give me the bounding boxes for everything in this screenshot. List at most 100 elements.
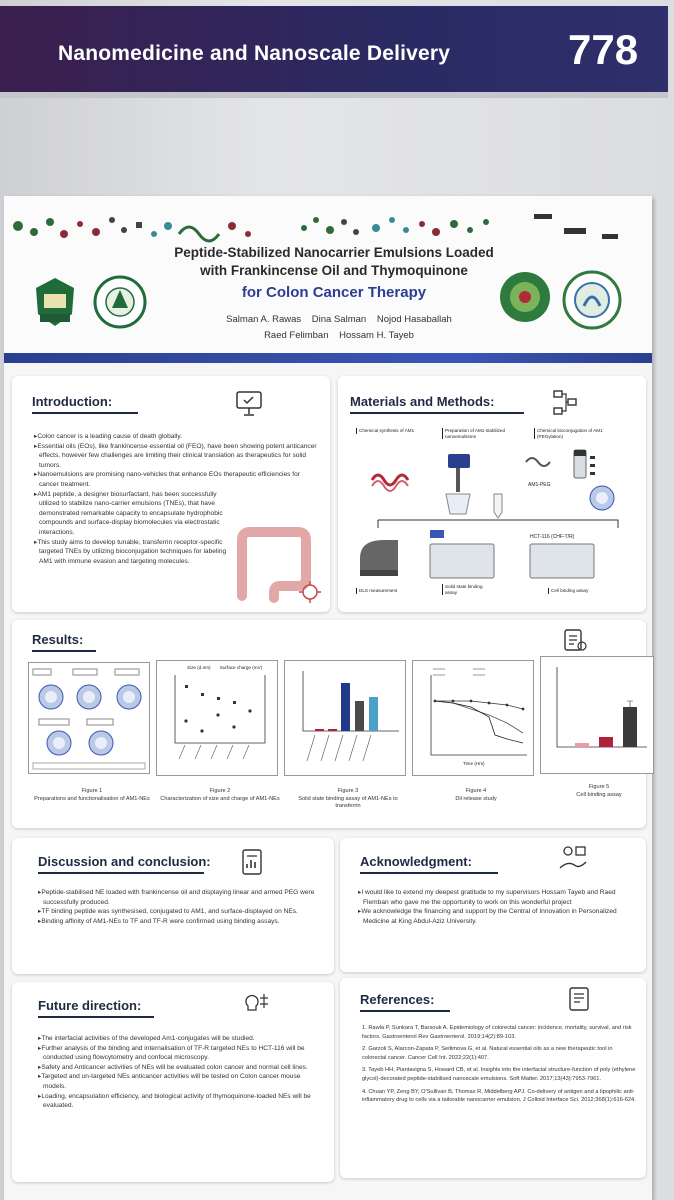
introduction-panel: Introduction: Colon cancer is a leading … [12,376,330,612]
am1-peg-label: AM1-PEG [528,482,551,488]
figure-number: Figure 3 [337,788,359,794]
introduction-title: Introduction: [32,394,113,409]
bar-mark [575,743,589,747]
figure-1-panel [28,662,150,774]
author: Raed Felimban [264,330,329,341]
cell-plate-icon [529,543,595,579]
figure-3-bar-chart [302,671,399,762]
bar-mark [355,701,364,731]
list-item: The interfacial activities of the develo… [38,1034,324,1044]
figure-5-panel [540,656,654,774]
results-underline [32,650,96,652]
author-list: Salman A. Rawas Dina Salman Nojod Hasaba… [154,312,524,344]
list-item: Colon cancer is a leading cause of death… [34,432,320,442]
book-icon [569,987,589,1011]
university-crest-logo-icon [36,278,74,326]
methods-title: Materials and Methods: [350,394,495,409]
list-item: Further analysis of the binding and inte… [38,1044,324,1063]
figure-2-panel: Size (d.nm) Surface charge (mV) [156,660,278,776]
bar-mark [315,729,324,731]
poster-title-accent: for Colon Cancer Therapy [241,284,427,301]
figure-1-caption: Figure 1 Preparations and functionalisat… [30,788,154,803]
discussion-title: Discussion and conclusion: [38,854,211,869]
poster-title-line-1: Peptide-Stabilized Nanocarrier Emulsions… [174,245,494,260]
list-item: Targeted and un-targeted NEs anticancer … [38,1072,324,1091]
figure-caption-text: Preparations and functionalisation of AM… [34,795,150,802]
homogenizer-icon [445,454,471,515]
title-divider-bar [4,353,652,363]
poster-title: Peptide-Stabilized Nanocarrier Emulsions… [124,244,544,280]
poster: Peptide-Stabilized Nanocarrier Emulsions… [4,196,654,1200]
nanomedicine-logo-icon [500,272,550,322]
discussion-panel: Discussion and conclusion: Peptide-stabi… [12,838,334,974]
author: Salman A. Rawas [226,314,302,325]
figure-4-line-chart [430,668,527,756]
figure-2-caption: Figure 2 Characterization of size and ch… [158,788,282,803]
session-header-band: Nanomedicine and Nanoscale Delivery 778 [0,6,668,98]
bar-mark [369,697,378,731]
list-item: We acknowledge the financing and support… [358,907,634,926]
hand-gift-icon [559,846,587,869]
presentation-board-icon [236,391,262,416]
figure-number: Figure 4 [465,788,487,794]
report-chart-icon [242,849,262,875]
reference-list: 1. Rawla P, Sunkara T, Barsouk A. Epidem… [362,1024,636,1109]
acknowledgment-panel: Acknowledgment: I would like to extend m… [340,838,646,972]
innovation-center-logo-icon [562,270,622,330]
list-item: Binding affinity of AM1-NEs to TF and TF… [38,917,322,927]
acknowledgment-title: Acknowledgment: [360,854,472,869]
list-item: 4. Chuan YP, Zeng BY, O'Sullivan B, Thom… [362,1088,636,1104]
figure-5-bar-chart [556,667,647,748]
discussion-bullets: Peptide-stabilised NE loaded with franki… [38,888,322,926]
method-step-pegylation-label: Chemical bioconjugation of AM1 (PEGylati… [534,428,628,440]
figure-caption-text: Dil release study [455,795,497,802]
list-item: Peptide-stabilised NE loaded with franki… [38,888,322,907]
references-underline [360,1010,450,1012]
figure-1-schematic [32,668,146,770]
colon-illustration-icon [237,527,321,603]
discussion-underline [38,872,204,874]
well-plate-icon [429,543,495,579]
figure-2-legend: Size (d.nm) Surface charge (mV) [187,665,262,670]
hct-label: HCT-116 (CHF-T/R) [530,534,575,540]
list-item: 3. Tayeb HH, Piantavigna S, Howard CB, e… [362,1067,636,1082]
figure-caption-text: Cell binding assay [576,791,622,798]
introduction-bullets: Colon cancer is a leading cause of death… [34,432,320,566]
idea-bulb-icon [245,994,268,1011]
figure-4-caption: Figure 4 Dil release study [414,788,538,803]
figure-2-chart [174,675,266,760]
list-item: AM1 peptide, a designer biosurfactant, h… [34,490,234,538]
list-item: Nanoemulsions are promising nano-vehicle… [34,470,320,489]
figure-3-panel [284,660,406,776]
list-item: 1. Rawla P, Sunkara T, Barsouk A. Epidem… [362,1025,632,1040]
list-item: I would like to extend my deepest gratit… [358,888,634,907]
results-panel: Results: [12,620,654,828]
bar-mark [328,729,337,731]
list-item: 2. Garzoli S, Alarcon-Zapata P, Seitimov… [362,1046,613,1061]
research-center-logo-icon [93,275,147,329]
figure-caption-text: Characterization of size and charge of A… [160,795,280,802]
legend-item-size: Size (d.nm) [187,665,211,670]
list-item: Loading, encapsulation efficiency, and b… [38,1092,324,1111]
figure-4-panel: Time (Hrs) [412,660,534,776]
poster-header: Peptide-Stabilized Nanocarrier Emulsions… [4,196,652,356]
methods-underline [350,412,524,414]
methods-panel: Materials and Methods: Chemical synthesi… [338,376,646,612]
figure-5-caption: Figure 5 Cell binding assay [542,784,656,799]
figure-number: Figure 5 [588,784,610,790]
future-bullets: The interfacial activities of the develo… [38,1034,324,1111]
future-direction-panel: Future direction: The interfacial activi… [12,982,334,1182]
cell-binding-label: Cell binding assay [548,588,608,594]
figure-caption-text: Solid state binding assay of AM1-NEs to … [298,795,398,810]
board-number: 778 [568,26,639,73]
references-panel: References: 1. Rawla P, Sunkara T, Barso… [340,978,646,1178]
author: Hossam H. Tayeb [339,330,414,341]
author: Dina Salman [311,314,367,325]
acknowledgment-underline [360,872,498,874]
list-item: Essential oils (EOs), like frankincense … [34,442,320,471]
references-title: References: [360,992,435,1007]
dls-label: DLS measurement [356,588,416,594]
figure-4-xlabel: Time (Hrs) [463,761,485,766]
list-item: TF binding peptide was synthesised, conj… [38,907,322,917]
method-step-preparation-label: Preparation of AM1-stabilized nanoemulsi… [442,428,516,440]
